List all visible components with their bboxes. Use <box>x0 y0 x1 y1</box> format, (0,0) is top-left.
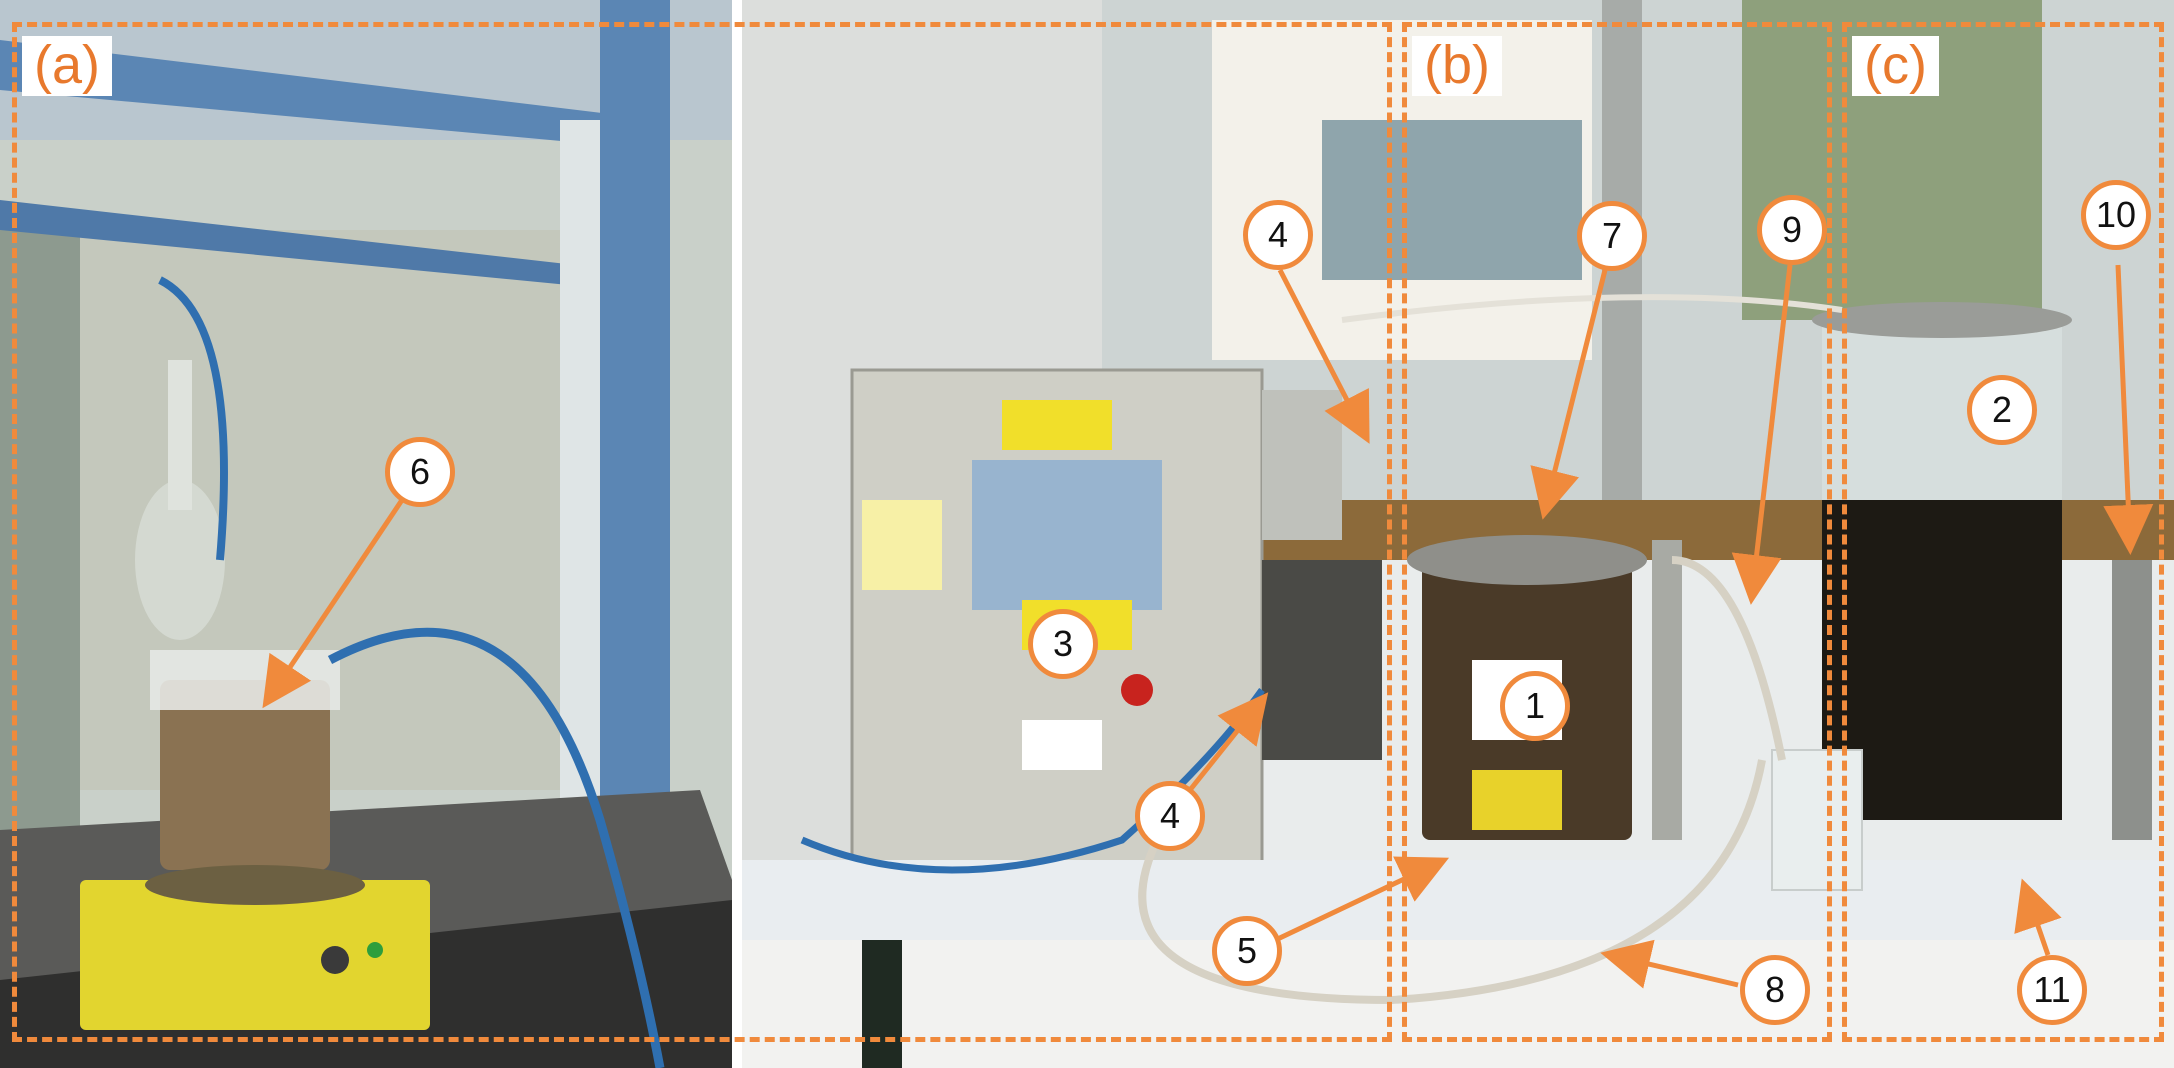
panel-a-label: (a) <box>22 36 112 96</box>
callout-3: 3 <box>1028 609 1098 679</box>
photo-gap <box>732 0 742 1068</box>
panel-a-frame <box>12 22 1392 1042</box>
callout-6: 6 <box>385 437 455 507</box>
callout-1: 1 <box>1500 671 1570 741</box>
callout-2: 2 <box>1967 375 2037 445</box>
panel-b-label: (b) <box>1412 36 1502 96</box>
panel-c-label: (c) <box>1852 36 1939 96</box>
panel-c-frame <box>1842 22 2164 1042</box>
callout-5: 5 <box>1212 916 1282 986</box>
callout-4-top: 4 <box>1243 200 1313 270</box>
callout-8: 8 <box>1740 955 1810 1025</box>
callout-7: 7 <box>1577 201 1647 271</box>
callout-11: 11 <box>2017 955 2087 1025</box>
callout-10: 10 <box>2081 180 2151 250</box>
panel-b-frame <box>1402 22 1832 1042</box>
callout-9: 9 <box>1757 195 1827 265</box>
callout-4-bottom: 4 <box>1135 781 1205 851</box>
